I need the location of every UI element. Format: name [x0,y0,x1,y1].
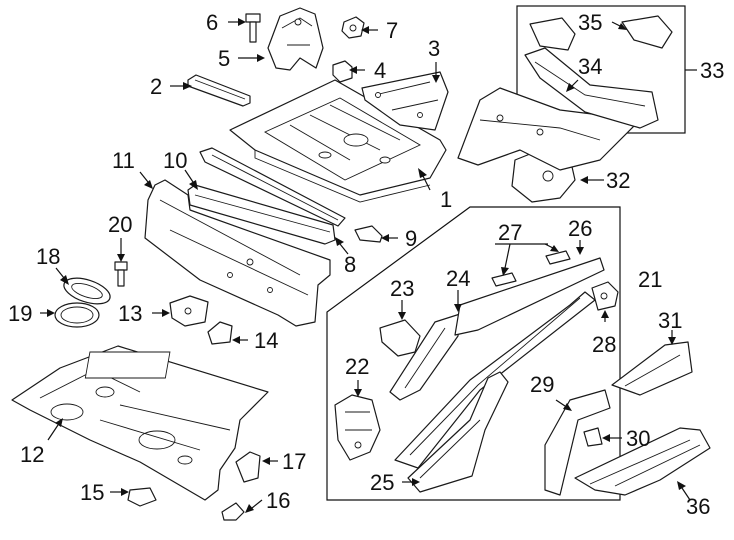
callout-14[interactable]: 14 [254,328,278,353]
rail-bracket [591,281,619,311]
callout-12[interactable]: 12 [20,442,44,467]
callout-29[interactable]: 29 [530,372,554,397]
side-member-outer [389,313,461,401]
callout-13[interactable]: 13 [118,301,142,326]
mount-bracket [267,7,324,71]
rear-frame-rail [394,257,605,469]
grommet-large [54,302,100,328]
callout-5[interactable]: 5 [218,46,230,71]
callout-21[interactable]: 21 [638,267,662,292]
callout-2[interactable]: 2 [150,74,162,99]
callout-25[interactable]: 25 [370,470,394,495]
rear-floor-pan [11,345,269,501]
rail-extension [611,341,693,396]
group-box-21 [326,206,621,501]
callout-4[interactable]: 4 [374,58,386,83]
floor-plug [127,487,157,507]
grommet-small [63,277,111,305]
crossmember-upper [199,147,346,227]
floor-rail-reinforcement [361,71,449,131]
callout-3[interactable]: 3 [428,36,440,61]
callout-1[interactable]: 1 [440,187,452,212]
upper-panel [524,47,659,129]
mount-block [334,394,381,461]
side-reinforcement [544,389,611,496]
nut [341,16,365,39]
callout-20[interactable]: 20 [108,212,132,237]
clip-bracket [354,225,383,243]
jack-bracket [169,295,209,327]
callout-30[interactable]: 30 [626,426,650,451]
bolt-20 [114,261,128,287]
front-floor-pan [229,79,447,203]
callout-11[interactable]: 11 [112,148,135,173]
callout-17[interactable]: 17 [282,449,306,474]
floor-side-member [574,427,711,496]
callout-35[interactable]: 35 [578,10,602,35]
callout-15[interactable]: 15 [80,480,104,505]
callout-7[interactable]: 7 [386,18,398,43]
callout-8[interactable]: 8 [344,252,356,277]
callout-23[interactable]: 23 [390,276,414,301]
callout-labels: 1 2 3 4 5 6 7 8 9 10 11 12 13 14 15 16 1… [8,10,724,519]
callout-9[interactable]: 9 [405,226,417,251]
rail-clip-a [491,272,517,287]
support-bracket [235,451,261,483]
callout-26[interactable]: 26 [568,216,592,241]
callout-16[interactable]: 16 [266,488,290,513]
callout-24[interactable]: 24 [446,266,470,291]
rear-panel [144,179,331,327]
callout-18[interactable]: 18 [36,244,60,269]
corner-bracket [529,17,576,51]
callout-10[interactable]: 10 [163,148,187,173]
callout-22[interactable]: 22 [345,354,369,379]
callout-33[interactable]: 33 [700,58,724,83]
callout-19[interactable]: 19 [8,301,32,326]
floor-reinforcement-bar [187,74,251,107]
rail-clip-b [545,250,571,265]
frame-rail-inner [407,371,509,493]
small-clip [221,502,245,521]
callout-32[interactable]: 32 [606,168,630,193]
plug-bracket [207,321,233,345]
leader-lines [40,18,697,513]
rear-body-panel [457,87,641,171]
callout-36[interactable]: 36 [686,494,710,519]
small-bracket [332,60,353,83]
gusset [621,15,673,49]
side-bracket [379,319,421,357]
small-bracket-30 [583,427,603,447]
callout-34[interactable]: 34 [578,54,602,79]
callout-27[interactable]: 27 [498,220,522,245]
callout-28[interactable]: 28 [592,332,616,357]
callout-6[interactable]: 6 [206,10,218,35]
bolt [245,13,261,43]
callout-31[interactable]: 31 [658,308,682,333]
